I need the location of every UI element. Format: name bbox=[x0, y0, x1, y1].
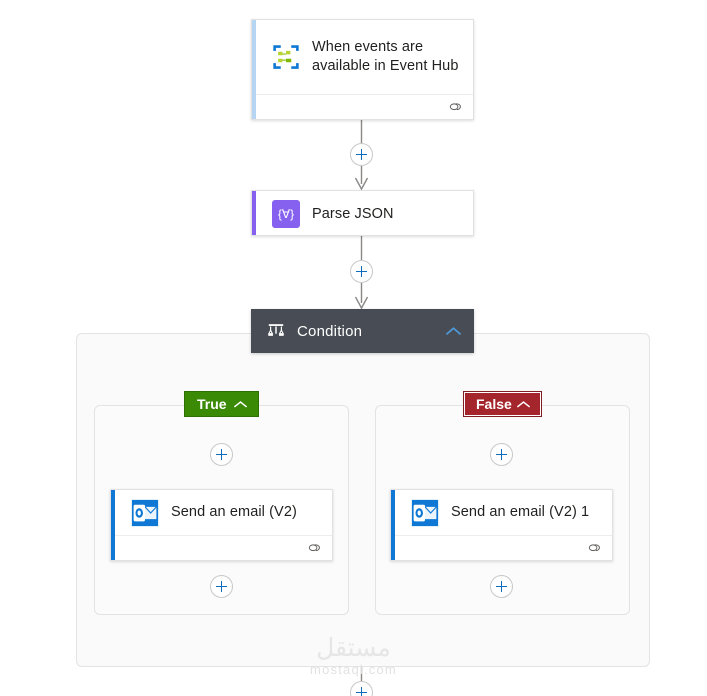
add-step-true-branch-bottom[interactable] bbox=[210, 575, 233, 598]
connection-link-icon[interactable] bbox=[587, 542, 602, 555]
action-card-send-email-false[interactable]: Send an email (V2) 1 bbox=[390, 489, 613, 561]
action-card-parse-json[interactable]: {∀} Parse JSON bbox=[251, 190, 474, 236]
connection-link-icon[interactable] bbox=[448, 101, 463, 114]
chevron-up-icon[interactable] bbox=[445, 326, 462, 337]
email-true-card-title: Send an email (V2) bbox=[171, 504, 297, 520]
branch-label-false-text: False bbox=[476, 396, 512, 412]
outlook-icon bbox=[131, 499, 159, 526]
add-step-false-branch-top[interactable] bbox=[490, 443, 513, 466]
email-false-card-title: Send an email (V2) 1 bbox=[451, 504, 590, 520]
branch-label-true-text: True bbox=[197, 396, 227, 412]
add-step-after-condition[interactable] bbox=[350, 681, 373, 696]
trigger-card-event-hub[interactable]: When events are available in Event Hub bbox=[251, 19, 474, 120]
event-hub-icon bbox=[273, 45, 299, 69]
email-true-card-footer bbox=[111, 535, 332, 561]
email-accent-bar bbox=[111, 490, 115, 560]
branch-label-false[interactable]: False bbox=[463, 391, 542, 417]
add-step-after-parse-json[interactable] bbox=[350, 260, 373, 283]
add-step-true-branch-top[interactable] bbox=[210, 443, 233, 466]
add-step-false-branch-bottom[interactable] bbox=[490, 575, 513, 598]
email-true-card-header: Send an email (V2) bbox=[111, 490, 332, 535]
parse-json-card-header: {∀} Parse JSON bbox=[252, 191, 473, 237]
outlook-icon bbox=[411, 499, 439, 526]
action-card-send-email-true[interactable]: Send an email (V2) bbox=[110, 489, 333, 561]
parse-json-accent-bar bbox=[252, 191, 256, 235]
trigger-card-header: When events are available in Event Hub bbox=[252, 20, 473, 94]
condition-scale-icon bbox=[267, 324, 285, 336]
condition-card[interactable]: Condition bbox=[251, 309, 474, 353]
parse-json-icon: {∀} bbox=[272, 200, 300, 228]
trigger-card-footer bbox=[252, 94, 473, 120]
email-accent-bar bbox=[391, 490, 395, 560]
parse-json-card-title: Parse JSON bbox=[312, 205, 394, 222]
parse-json-icon-glyph: {∀} bbox=[277, 207, 295, 221]
add-step-after-trigger[interactable] bbox=[350, 143, 373, 166]
trigger-accent-bar bbox=[252, 20, 256, 119]
chevron-up-icon[interactable] bbox=[516, 400, 531, 409]
branch-label-true[interactable]: True bbox=[184, 391, 259, 417]
chevron-up-icon[interactable] bbox=[233, 400, 248, 409]
connection-link-icon[interactable] bbox=[307, 542, 322, 555]
condition-card-title: Condition bbox=[297, 322, 363, 340]
trigger-card-title: When events are available in Event Hub bbox=[312, 39, 459, 74]
email-false-card-header: Send an email (V2) 1 bbox=[391, 490, 612, 535]
email-false-card-footer bbox=[391, 535, 612, 561]
